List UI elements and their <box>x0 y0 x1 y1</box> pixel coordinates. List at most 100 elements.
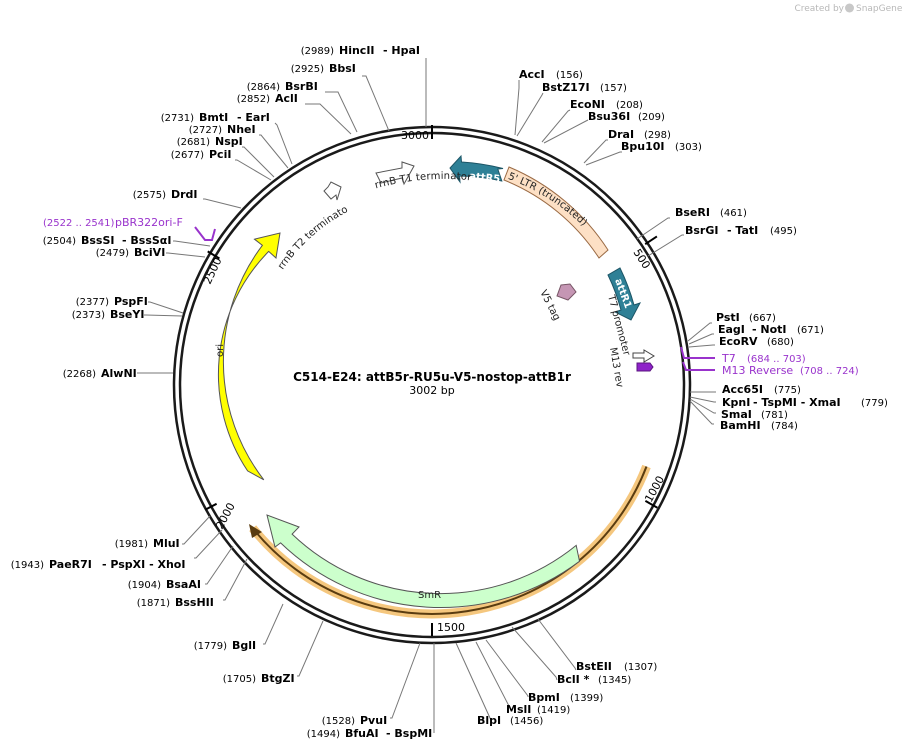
site-pvui[interactable]: (1528)PvuI <box>322 714 387 727</box>
site-ecorv[interactable]: EcoRV(680) <box>719 335 794 348</box>
leader-blpi <box>455 642 492 721</box>
tick-label-3000: 3000 <box>401 129 429 142</box>
site-btgzi[interactable]: (1705)BtgZI <box>223 672 295 685</box>
watermark-text: Created by <box>794 4 844 14</box>
ori-feature[interactable] <box>217 232 281 481</box>
tick-2500 <box>207 250 220 260</box>
rrnb-t2-feature[interactable] <box>323 181 342 201</box>
primer-pbr322ori-f[interactable]: (2522 .. 2541)pBR322ori-F <box>43 216 183 229</box>
site-acli[interactable]: (2852) AclI <box>237 92 298 105</box>
ltr-feature[interactable] <box>503 166 609 259</box>
site-bamhi[interactable]: BamHI(784) <box>720 419 798 432</box>
primer-m13-reverse[interactable]: M13 Reverse(708 .. 724) <box>722 364 859 377</box>
site-name: AclI <box>275 92 298 105</box>
site-hincii[interactable]: (2989)HincII- HpaI <box>301 44 420 57</box>
site-pos: (1399) <box>570 693 603 704</box>
m13-rev-feature[interactable] <box>636 362 654 372</box>
site-alt: - HpaI <box>383 44 420 57</box>
site-bfuai[interactable]: (1494)BfuAI- BspMI <box>307 727 433 740</box>
site-alwni[interactable]: (2268)AlwNI <box>63 367 137 380</box>
site-paer7i[interactable]: (1943)PaeR7I- PspXI - XhoI <box>11 558 186 571</box>
v5-tag-feature[interactable] <box>556 283 577 301</box>
smr-feature[interactable] <box>266 514 581 609</box>
site-pspfi[interactable]: (2377)PspFI <box>76 295 148 308</box>
site-bsrbi[interactable]: (2864) BsrBI <box>247 80 318 93</box>
leader-bamhi <box>689 400 714 425</box>
site-pcii[interactable]: (2677)PciI <box>171 148 232 161</box>
site-bgli[interactable]: (1779)BglI <box>194 639 256 652</box>
leader-bstz17i <box>516 92 544 137</box>
site-name: NheI <box>227 123 256 136</box>
site-drai[interactable]: DraI(298) <box>608 128 671 141</box>
site-bpmi[interactable]: BpmI (1399) <box>528 691 603 704</box>
site-acci[interactable]: AccI(156) <box>519 68 583 81</box>
site-bpu10i[interactable]: Bpu10I(303) <box>621 140 702 153</box>
site-bsaai[interactable]: (1904)BsaAI <box>128 578 201 591</box>
tick-1000 <box>644 500 658 509</box>
rrnb-t1-feature[interactable] <box>375 161 415 186</box>
site-pos: (1981) <box>115 539 148 550</box>
site-bcli[interactable]: BclI *(1345) <box>557 673 631 686</box>
site-bsu36i[interactable]: Bsu36I(209) <box>588 110 665 123</box>
site-nspi[interactable]: (2681)NspI <box>177 135 243 148</box>
site-acc65i[interactable]: Acc65I(775) <box>722 383 801 396</box>
site-bseri[interactable]: BseRI(461) <box>675 206 747 219</box>
leader-pvui <box>390 642 421 719</box>
site-kpni[interactable]: KpnI- TspMI - XmaI(779) <box>722 396 888 409</box>
site-pos: (2864) <box>247 82 280 93</box>
site-pos: (2852) <box>237 94 270 105</box>
primer-t7-marker[interactable] <box>680 346 715 359</box>
site-pos: (2731) <box>161 113 194 124</box>
site-econi[interactable]: EcoNI(208) <box>570 98 643 111</box>
leader-bsshii <box>223 558 248 601</box>
site-name: DrdI <box>171 188 198 201</box>
site-bsssi[interactable]: (2504)BssSI- BssSαI <box>43 234 172 247</box>
site-bcivi[interactable]: (2479)BciVI <box>96 246 166 259</box>
site-mlui[interactable]: (1981)MluI <box>115 537 180 550</box>
site-bseyi[interactable]: (2373)BseYI <box>72 308 145 321</box>
leader-kpni <box>689 396 716 403</box>
site-pos: (671) <box>797 325 824 336</box>
site-name: BpmI <box>528 691 560 704</box>
site-pos: (2373) <box>72 310 105 321</box>
site-psti[interactable]: PstI(667) <box>716 311 776 324</box>
site-bsshii[interactable]: (1871)BssHII <box>137 596 214 609</box>
site-name: BglI <box>232 639 256 652</box>
site-bstz17i[interactable]: BstZ17I(157) <box>542 81 627 94</box>
attr1-feature[interactable] <box>607 267 642 321</box>
leader-acci <box>514 80 520 136</box>
leader-drai <box>583 139 608 164</box>
site-name: Bpu10I <box>621 140 665 153</box>
leader-btgzi <box>297 620 324 677</box>
site-pos: (1494) <box>307 729 340 740</box>
site-name: HincII <box>339 44 375 57</box>
site-smai[interactable]: SmaI(781) <box>721 408 788 421</box>
t7-promoter-feature[interactable] <box>632 349 655 363</box>
site-pos: (2575) <box>133 190 166 201</box>
leader-bseyi <box>144 314 183 317</box>
site-pos: (2925) <box>291 64 324 75</box>
site-name: AccI <box>519 68 545 81</box>
site-eagi[interactable]: EagI- NotI(671) <box>718 323 824 336</box>
site-name: PaeR7I <box>49 558 92 571</box>
site-name: MslI <box>506 703 531 716</box>
attr5-feature[interactable] <box>449 154 504 184</box>
leader-bmti <box>274 122 293 165</box>
site-bsrgi[interactable]: BsrGI- TatI(495) <box>685 224 797 237</box>
site-drdi[interactable]: (2575) DrdI <box>133 188 198 201</box>
site-bsteii[interactable]: BstEII(1307) <box>576 660 657 673</box>
primer-t7[interactable]: T7(684 .. 703) <box>721 352 806 365</box>
site-name: EcoRV <box>719 335 758 348</box>
site-name: BsrBI <box>285 80 318 93</box>
site-nhei[interactable]: (2727)NheI <box>189 123 256 136</box>
site-pos: (1419) <box>537 705 570 716</box>
primer-pbr322ori-f-marker[interactable] <box>194 226 216 241</box>
primer-m13-marker[interactable] <box>682 361 715 371</box>
primer-range: (708 .. 724) <box>800 366 859 377</box>
site-bbsi[interactable]: (2925)BbsI <box>291 62 356 75</box>
site-pos: (461) <box>720 208 747 219</box>
site-blpi[interactable]: BlpI(1456) <box>477 714 543 727</box>
site-name: EcoNI <box>570 98 605 111</box>
site-bmti[interactable]: (2731)BmtI- EarI <box>161 111 270 124</box>
site-msli[interactable]: MslI (1419) <box>506 703 570 716</box>
